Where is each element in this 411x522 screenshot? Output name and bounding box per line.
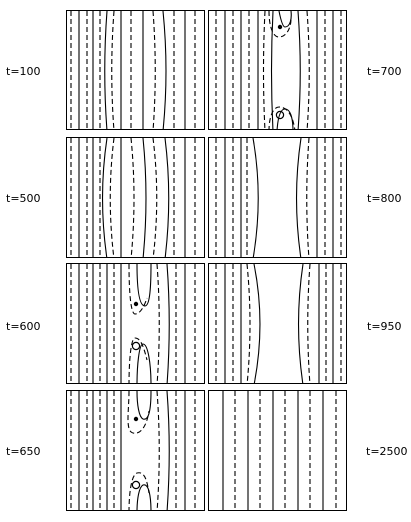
contour-line-dashed (152, 11, 156, 129)
contour-loop-top-dashed (268, 11, 292, 38)
contour-line-dashed (307, 264, 311, 383)
contour-plot-t2500 (222, 391, 337, 510)
contour-loop-bottom (136, 343, 152, 383)
contour-loop-bottom-dashed (128, 472, 150, 510)
contour-plot-t650 (70, 391, 196, 510)
defect-ring (131, 341, 141, 351)
contour-line (101, 138, 108, 257)
contour-plot-t500 (70, 138, 196, 257)
defect-dot (133, 416, 139, 422)
contour-line (270, 11, 274, 129)
contour-line (297, 264, 304, 383)
contour-panel-t500 (66, 137, 205, 258)
contour-line-dashed (156, 264, 160, 383)
contour-loop-bottom-dashed (128, 337, 148, 383)
contour-loop-top-dashed (128, 264, 148, 315)
contour-panel-t800 (208, 137, 347, 258)
contour-loop-bottom (276, 108, 294, 129)
contour-line-dashed (306, 138, 310, 257)
contour-line (166, 264, 170, 383)
contour-panel-t950 (208, 263, 347, 384)
contour-plot-t950 (215, 264, 342, 383)
contour-plot-t600 (70, 264, 196, 383)
contour-line-dashed (111, 11, 115, 129)
time-label-t2500: t=2500 (366, 445, 408, 458)
contour-line-dashed (109, 138, 115, 257)
contour-line-dashed (156, 391, 160, 510)
defect-dot (133, 301, 139, 307)
contour-line (253, 264, 261, 383)
contour-loop-top-dashed (127, 391, 150, 434)
contour-line-dashed (152, 138, 158, 257)
contour-panel-t100 (66, 10, 205, 130)
contour-line (142, 138, 147, 257)
contour-panel-t600 (66, 263, 205, 384)
contour-line-dashed (306, 11, 310, 129)
contour-line (164, 138, 170, 257)
defect-dot (277, 24, 283, 30)
time-label-t100: t=100 (6, 65, 41, 78)
contour-line-dashed (130, 138, 135, 257)
contour-loop-bottom (136, 484, 152, 510)
contour-loop-top (136, 391, 152, 420)
defect-ring (131, 480, 141, 490)
time-label-t950: t=950 (367, 320, 402, 333)
contour-line (162, 11, 167, 129)
defect-ring (275, 110, 285, 120)
contour-line (104, 11, 108, 129)
contour-line (295, 138, 302, 257)
contour-panel-t700 (208, 10, 347, 130)
time-label-t650: t=650 (6, 445, 41, 458)
contour-panel-t2500 (208, 390, 347, 511)
contour-loop-top (278, 11, 292, 28)
contour-line-dashed (246, 264, 251, 383)
time-label-t600: t=600 (6, 320, 41, 333)
contour-line-dashed (262, 11, 266, 129)
contour-line (297, 11, 301, 129)
contour-plot-t700 (215, 11, 342, 129)
contour-line (166, 391, 170, 510)
time-label-t500: t=500 (6, 192, 41, 205)
contour-panel-t650 (66, 390, 205, 511)
contour-plot-t800 (215, 138, 342, 257)
contour-loop-bottom-dashed (268, 106, 296, 129)
contour-line (252, 138, 259, 257)
time-label-t700: t=700 (367, 65, 402, 78)
contour-plot-t100 (70, 11, 196, 129)
contour-loop-top (136, 264, 152, 307)
time-label-t800: t=800 (367, 192, 402, 205)
